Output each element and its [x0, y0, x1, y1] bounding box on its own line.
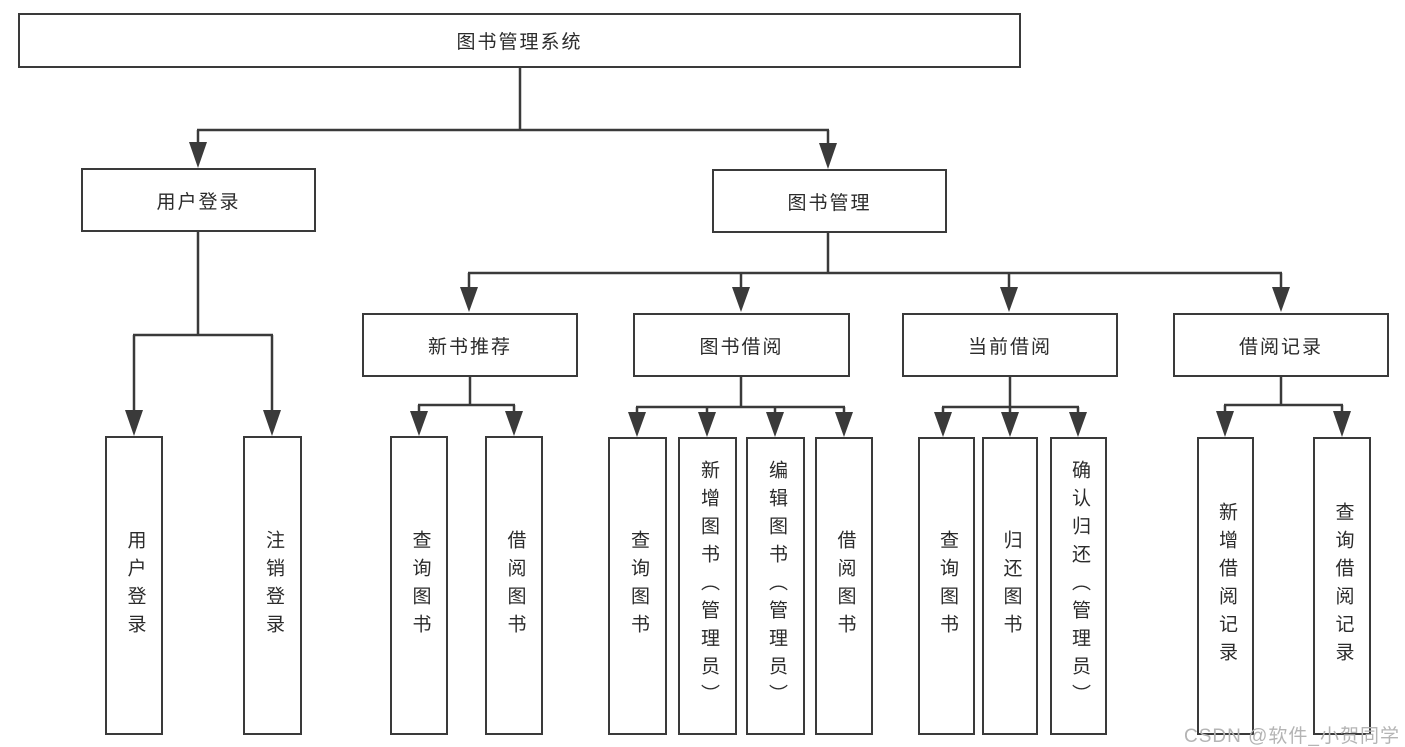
connector-book-management-to-level3 [460, 233, 1290, 312]
arrow-down-icon [628, 412, 646, 437]
leaf-user-login: 用户登录 [105, 436, 163, 735]
node-label: 新书推荐 [427, 336, 512, 358]
arrow-down-icon [732, 287, 750, 312]
leaf-records-query-record: 查询借阅记录 [1313, 437, 1371, 735]
arrow-down-icon [766, 412, 784, 437]
arrow-down-icon [835, 412, 853, 437]
leaf-borrow-borrow-books: 借阅图书 [815, 437, 873, 735]
arrow-down-icon [189, 142, 207, 168]
arrow-down-icon [1333, 411, 1351, 437]
node-label: 归还图书 [1000, 530, 1022, 642]
node-label: 查询图书 [627, 530, 649, 642]
node-label: 借阅图书 [504, 529, 526, 642]
node-book-borrow: 图书借阅 [633, 313, 850, 377]
node-label: 编辑图书（管理员） [765, 460, 787, 712]
node-label: 注销登录 [262, 529, 284, 642]
node-library-system: 图书管理系统 [18, 13, 1021, 68]
leaf-current-return-books: 归还图书 [982, 437, 1038, 735]
arrow-down-icon [1001, 412, 1019, 437]
node-label: 用户登录 [156, 191, 241, 213]
arrow-down-icon [698, 412, 716, 437]
node-current-borrow: 当前借阅 [902, 313, 1118, 377]
node-book-management: 图书管理 [712, 169, 947, 233]
leaf-logout: 注销登录 [243, 436, 302, 735]
node-label: 确认归还（管理员） [1068, 460, 1090, 712]
node-label: 当前借阅 [967, 336, 1052, 358]
node-borrow-records: 借阅记录 [1173, 313, 1389, 377]
arrow-down-icon [819, 143, 837, 169]
arrow-down-icon [1000, 287, 1018, 312]
arrow-down-icon [1216, 411, 1234, 437]
arrow-down-icon [410, 411, 428, 436]
node-new-book-recommend: 新书推荐 [362, 313, 578, 377]
arrow-down-icon [460, 287, 478, 312]
node-label: 查询图书 [936, 530, 958, 642]
leaf-borrow-query-books: 查询图书 [608, 437, 667, 735]
connector-book-borrow-to-leaves [628, 377, 853, 437]
leaf-current-confirm-return-admin: 确认归还（管理员） [1050, 437, 1107, 735]
arrow-down-icon [125, 410, 143, 436]
leaf-borrow-add-books-admin: 新增图书（管理员） [678, 437, 737, 735]
leaf-current-query-books: 查询图书 [918, 437, 975, 735]
connector-user-login-to-leaves [125, 232, 281, 436]
arrow-down-icon [934, 412, 952, 437]
connector-root-to-level2 [189, 68, 837, 169]
arrow-down-icon [1069, 412, 1087, 437]
node-label: 借阅图书 [834, 530, 856, 642]
node-label: 图书管理 [787, 192, 872, 214]
csdn-watermark: CSDN @软件_小贺同学 [1184, 726, 1400, 747]
leaf-records-add-record: 新增借阅记录 [1197, 437, 1254, 735]
connector-borrow-records-to-leaves [1216, 377, 1351, 437]
node-label: 新增图书（管理员） [697, 460, 719, 712]
arrow-down-icon [1272, 287, 1290, 312]
node-label: 新增借阅记录 [1215, 502, 1237, 670]
connector-new-book-to-leaves [410, 377, 523, 436]
leaf-borrow-edit-books-admin: 编辑图书（管理员） [746, 437, 805, 735]
arrow-down-icon [505, 411, 523, 436]
leaf-newbook-borrow-books: 借阅图书 [485, 436, 543, 735]
node-label: 借阅记录 [1238, 336, 1323, 358]
node-label: 查询借阅记录 [1332, 502, 1354, 670]
node-user-login: 用户登录 [81, 168, 316, 232]
arrow-down-icon [263, 410, 281, 436]
node-label: 用户登录 [124, 529, 146, 642]
leaf-newbook-query-books: 查询图书 [390, 436, 448, 735]
connector-current-borrow-to-leaves [934, 377, 1087, 437]
node-label: 图书管理系统 [456, 32, 583, 53]
node-label: 查询图书 [409, 529, 431, 642]
node-label: 图书借阅 [699, 336, 784, 358]
